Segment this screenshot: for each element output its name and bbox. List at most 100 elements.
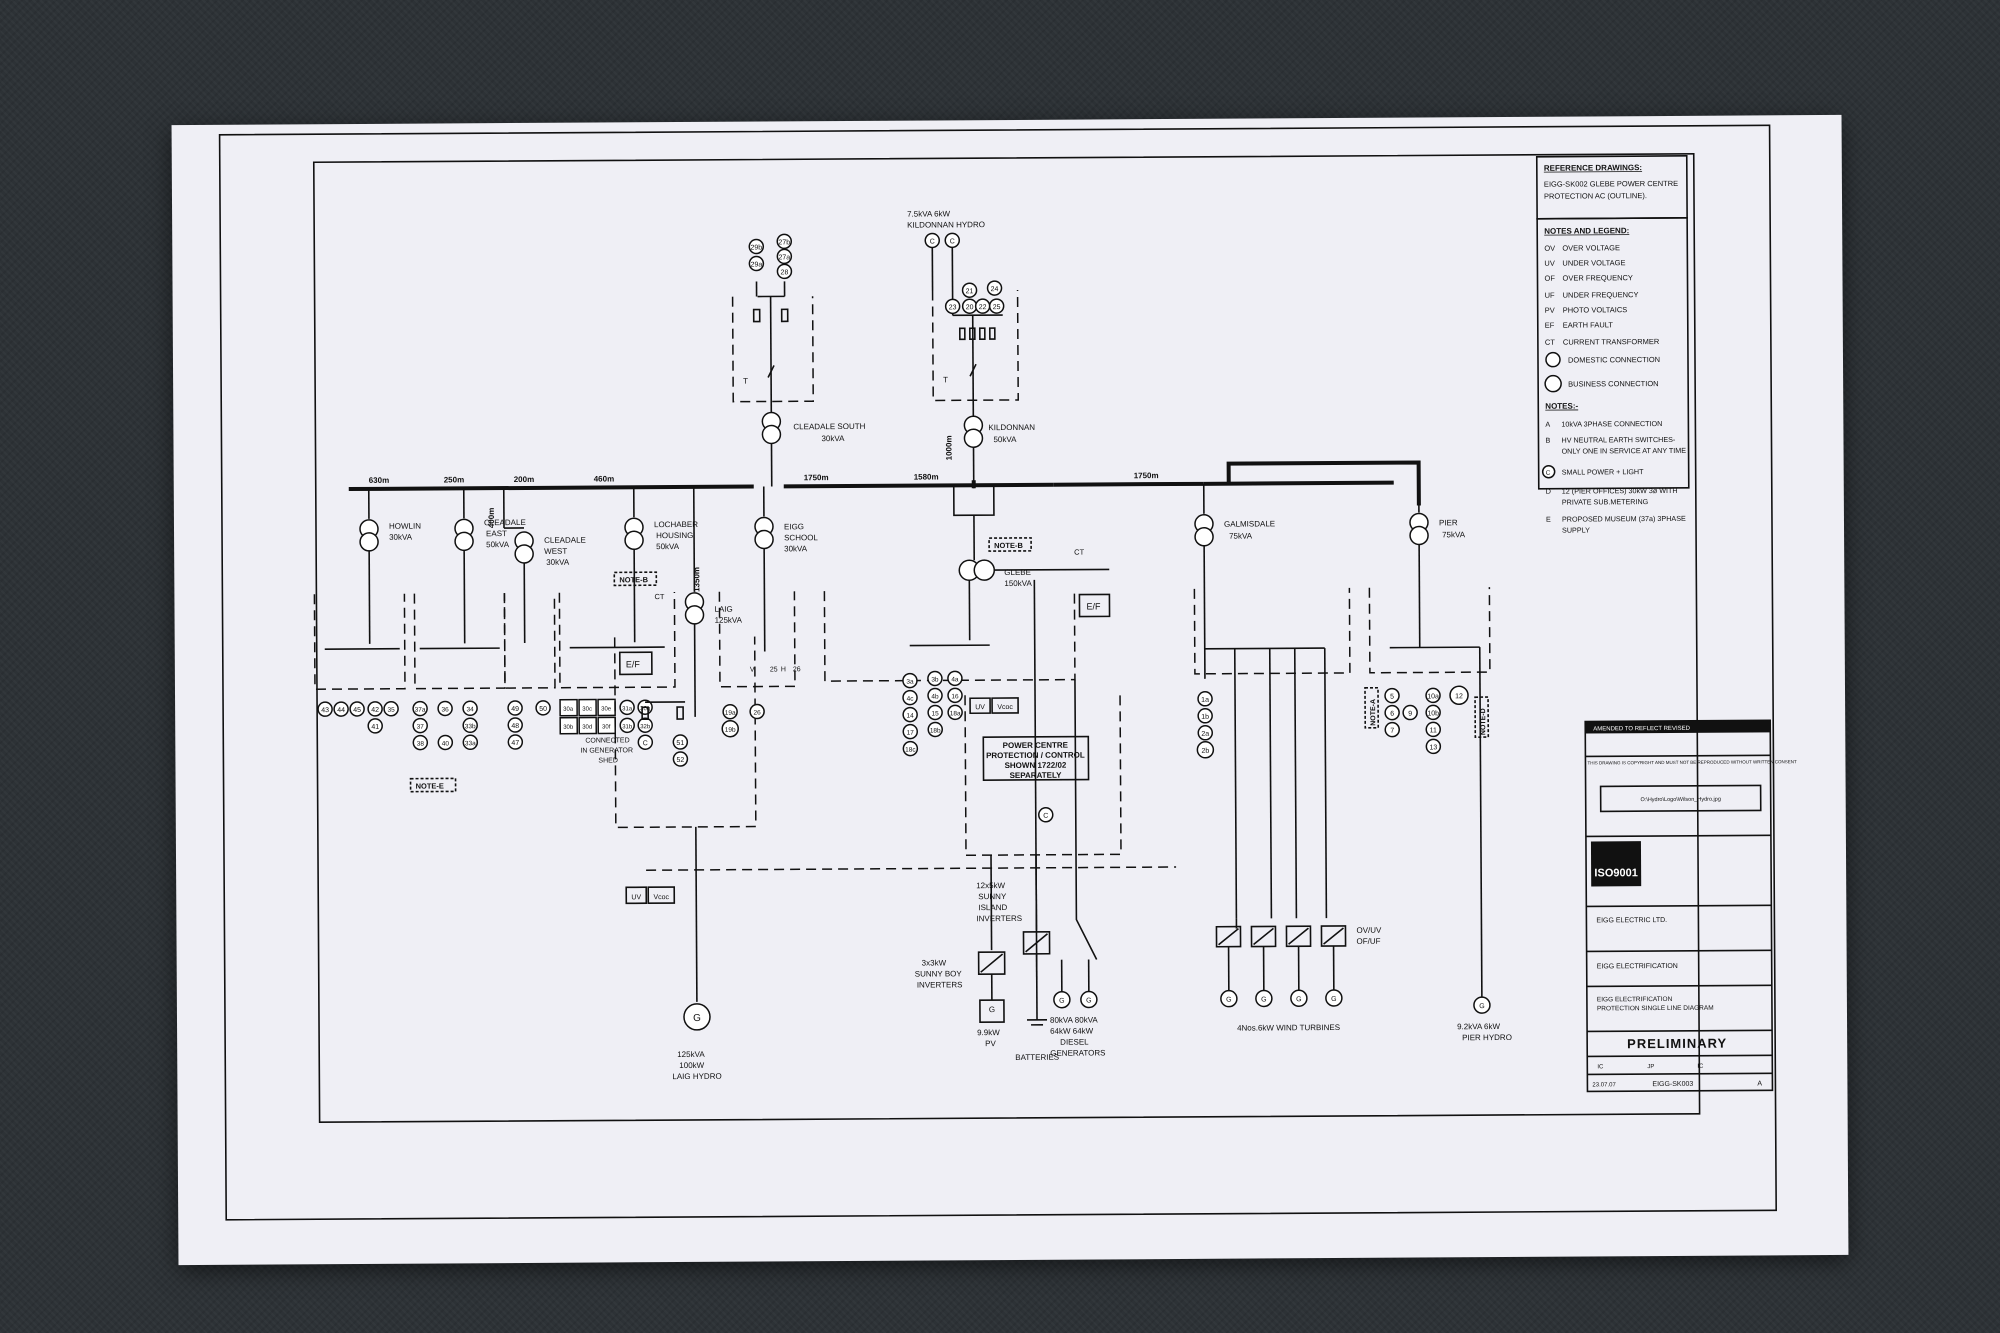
substation-name: EIGG bbox=[784, 522, 804, 531]
power-centre-label: POWER CENTRE bbox=[1003, 741, 1069, 750]
pier-connections: 5 6 7 9 10a 10b 11 13 12 bbox=[1384, 685, 1469, 755]
c-label: C bbox=[950, 238, 955, 245]
pv-system: 3x3kW SUNNY BOY INVERTERS G 9.9kW PV bbox=[915, 855, 1006, 1048]
connection-number: 16 bbox=[951, 693, 959, 700]
note-a-tag: NOTE-A bbox=[1364, 686, 1380, 729]
substation-name: SCHOOL bbox=[784, 533, 818, 542]
note-tag: NOTE-D bbox=[1480, 708, 1487, 735]
connection-number: 2a bbox=[1201, 731, 1209, 738]
connection-number: 28 bbox=[781, 269, 789, 276]
connection-number: 45 bbox=[353, 707, 361, 714]
logo-path: O:\Hydro\Logo\Wilson_Hydro.jpg bbox=[1640, 797, 1720, 803]
drawing-sheet: REFERENCE DRAWINGS: EIGG-SK002 GLEBE POW… bbox=[171, 114, 1849, 1266]
small-power-symbol bbox=[1038, 807, 1054, 823]
connection-number: 37a bbox=[415, 707, 426, 714]
note-text: PROPOSED MUSEUM (37a) 3PHASE bbox=[1562, 514, 1686, 524]
small-power-symbol bbox=[637, 734, 654, 750]
note-text: 12 (PIER OFFICES) 30kW 3ø WITH bbox=[1562, 486, 1678, 496]
cable-length: 1750m bbox=[1134, 471, 1159, 480]
note-e-tag: NOTE-E bbox=[409, 777, 457, 793]
reference-heading: REFERENCE DRAWINGS: bbox=[1544, 163, 1642, 173]
connection-number: 4b bbox=[931, 693, 939, 700]
connection-number: 29b bbox=[750, 245, 762, 252]
legend-code: OF bbox=[1544, 274, 1555, 283]
legend-heading: NOTES AND LEGEND: bbox=[1544, 226, 1629, 236]
connection-number: 38 bbox=[417, 741, 425, 748]
hv-busbars bbox=[348, 460, 1421, 506]
legend-domestic: DOMESTIC CONNECTION bbox=[1568, 355, 1660, 365]
initials: IC bbox=[1697, 1064, 1704, 1070]
connection-number: 6 bbox=[1390, 711, 1394, 718]
g-label: G bbox=[1296, 996, 1301, 1003]
power-centre-label: PROTECTION / CONTROL bbox=[986, 751, 1085, 761]
substation-rating: 150kVA bbox=[1004, 579, 1032, 588]
cable-length: 1350m bbox=[692, 567, 701, 592]
c-label: C bbox=[1043, 813, 1048, 820]
connection-number: 5 bbox=[1390, 694, 1394, 701]
source-label: 64kW 64kW bbox=[1050, 1026, 1094, 1035]
legend-code: EF bbox=[1545, 321, 1555, 330]
drawing-title: PROTECTION SINGLE LINE DIAGRAM bbox=[1597, 1005, 1714, 1013]
cable-length: 460m bbox=[594, 474, 615, 483]
substation-rating: 75kVA bbox=[1442, 530, 1466, 539]
note-code: D bbox=[1546, 487, 1551, 496]
copyright-text: THIS DRAWING IS COPYRIGHT AND MUST NOT B… bbox=[1587, 759, 1797, 765]
power-centre-label: SHOWN 1722/02 bbox=[1005, 761, 1067, 770]
note-tag: NOTE-B bbox=[619, 575, 648, 584]
howlin-substation: HOWLIN 30kVA bbox=[313, 488, 421, 691]
glebe-connections: 3a 3b 4a 4c 4b 16 14 15 18a 17 18b 18c bbox=[902, 670, 963, 757]
generator-shed-label: CONNECTED bbox=[585, 737, 629, 744]
substation-name: HOWLIN bbox=[389, 522, 421, 531]
legend-text: OVER FREQUENCY bbox=[1562, 273, 1632, 282]
drawing-date: 23.07.07 bbox=[1592, 1082, 1616, 1088]
legend-text: CURRENT TRANSFORMER bbox=[1563, 337, 1660, 347]
note-tag: NOTE-B bbox=[994, 541, 1023, 550]
legend-code: UV bbox=[1544, 259, 1554, 268]
connection-number: 48 bbox=[511, 723, 519, 730]
legend-text: OVER VOLTAGE bbox=[1562, 243, 1620, 252]
source-label: SUNNY bbox=[978, 892, 1007, 901]
vcoc-label: Vcoc bbox=[653, 894, 669, 901]
substation-rating: 50kVA bbox=[656, 542, 680, 551]
revision-note: AMENDED TO REFLECT REVISED bbox=[1593, 726, 1690, 733]
connection-number: 1b bbox=[1201, 714, 1209, 721]
source-label: 12x5kW bbox=[976, 881, 1005, 890]
note-text: SUPPLY bbox=[1562, 525, 1590, 534]
connection-number: 41 bbox=[371, 724, 379, 731]
drawing-number: EIGG-SK003 bbox=[1652, 1081, 1693, 1088]
connection-number: 10b bbox=[1427, 710, 1439, 717]
note-tag: NOTE-A bbox=[1370, 699, 1377, 726]
connection-number: 40 bbox=[442, 740, 450, 747]
note-tag: NOTE-E bbox=[416, 781, 444, 790]
lochaber-connections: 30a 30c 30e 31a 30g 30b 30d 30f 31b 32b … bbox=[559, 646, 665, 765]
status-label: PRELIMINARY bbox=[1627, 1036, 1727, 1052]
title-block: AMENDED TO REFLECT REVISED THIS DRAWING … bbox=[1584, 719, 1797, 1093]
cable-length: 1000m bbox=[944, 435, 953, 460]
source-label: 9.2kVA 6kW bbox=[1457, 1022, 1500, 1031]
connection-number: 14 bbox=[907, 713, 915, 720]
connection-number: 33b bbox=[465, 723, 476, 730]
uv-label: UV bbox=[975, 704, 985, 711]
connection-number: 22 bbox=[979, 304, 987, 311]
generator-shed-label: IN GENERATOR bbox=[580, 747, 633, 754]
source-label: INVERTERS bbox=[976, 914, 1022, 923]
substation-rating: 30kVA bbox=[821, 434, 845, 443]
connection-number: 30d bbox=[582, 725, 592, 731]
project-name: EIGG ELECTRIFICATION bbox=[1597, 963, 1678, 970]
kildonnan-connections: 21 24 23 20 22 25 bbox=[944, 280, 1005, 315]
note-d-tag: NOTE-D bbox=[1474, 696, 1490, 738]
drawing-title: EIGG ELECTRIFICATION bbox=[1597, 996, 1673, 1003]
connection-number: 30b bbox=[563, 725, 574, 731]
source-label: 100kW bbox=[679, 1061, 704, 1070]
uv-label: UV bbox=[631, 894, 641, 901]
diesel-generators: G G 80kVA 80kVA 64kW 64kW DIESEL GENERAT… bbox=[1050, 679, 1106, 1058]
substation-name: LAIG bbox=[714, 605, 732, 614]
power-centre-label: SEPARATELY bbox=[1010, 771, 1063, 780]
substation-name: KILDONNAN bbox=[988, 423, 1035, 432]
note-code: C bbox=[1546, 470, 1551, 477]
connection-number: 30f bbox=[602, 724, 611, 730]
connection-number: 27b bbox=[778, 239, 790, 246]
vcoc-label: Vcoc bbox=[997, 704, 1013, 711]
reference-line: PROTECTION AC (OUTLINE). bbox=[1544, 191, 1647, 201]
substation-name: EAST bbox=[486, 529, 507, 538]
